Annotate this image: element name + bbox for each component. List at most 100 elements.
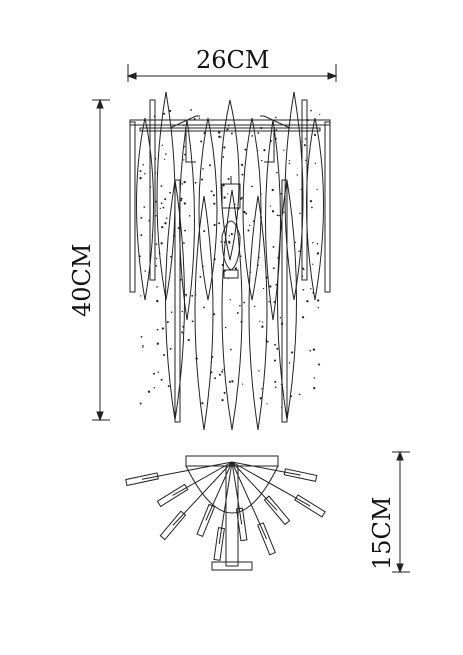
bubble-dot — [304, 159, 307, 162]
bubble-dot — [220, 241, 222, 243]
bubble-dot — [260, 193, 262, 195]
bubble-dot — [260, 126, 263, 130]
bubble-dot — [303, 268, 305, 271]
bubble-dot — [274, 380, 277, 383]
bubble-dot — [234, 267, 238, 270]
bubble-dot — [154, 158, 157, 160]
bubble-dot — [183, 242, 185, 244]
bubble-dot — [187, 338, 190, 342]
bubble-dot — [224, 326, 227, 329]
bubble-dot — [139, 402, 142, 405]
bubble-dot — [154, 172, 157, 174]
bubble-dot — [283, 149, 285, 151]
bubble-dot — [210, 371, 213, 374]
bubble-dot — [213, 202, 216, 205]
bubble-dot — [195, 294, 197, 296]
bubble-dot — [231, 380, 234, 383]
bubble-dot — [140, 234, 143, 237]
bubble-dot — [303, 144, 306, 147]
bubble-dot — [274, 386, 277, 389]
depth-dimension-label: 15CM — [368, 496, 396, 570]
bubble-dot — [161, 144, 164, 147]
bubble-dot — [310, 288, 312, 290]
bubble-dot — [156, 328, 159, 331]
bubble-dot — [259, 216, 263, 219]
bubble-dot — [276, 347, 279, 350]
bubble-dot — [209, 164, 211, 167]
crystal-bar — [213, 527, 225, 561]
bubble-dot — [194, 181, 197, 184]
bubble-dot — [202, 168, 204, 170]
bubble-dot — [274, 343, 276, 346]
bubble-dot — [288, 162, 291, 165]
bubble-dot — [294, 241, 297, 244]
bubble-dot — [252, 220, 255, 222]
bubble-dot — [314, 162, 317, 164]
bubble-dot — [142, 346, 144, 349]
bubble-dot — [298, 250, 300, 252]
bubble-dot — [183, 202, 187, 205]
bubble-dot — [241, 383, 244, 385]
bubble-dot — [203, 131, 206, 135]
bubble-dot — [230, 233, 233, 236]
bubble-dot — [183, 180, 186, 184]
bubble-dot — [288, 159, 291, 162]
bubble-dot — [210, 190, 213, 193]
bubble-dot — [228, 380, 231, 383]
crystal-bubbles — [139, 109, 321, 409]
bubble-dot — [155, 243, 158, 246]
bubble-dot — [266, 340, 269, 343]
bubble-dot — [243, 301, 246, 304]
bubble-dot — [265, 339, 267, 341]
bubble-dot — [201, 402, 204, 405]
bubble-dot — [163, 112, 166, 115]
bubble-dot — [218, 131, 221, 134]
arm-line — [231, 461, 311, 507]
bubble-dot — [269, 205, 272, 207]
bubble-dot — [180, 199, 183, 202]
bubble-dot — [142, 345, 144, 347]
bubble-dot — [223, 241, 226, 244]
bubble-dot — [154, 129, 156, 132]
arm-line — [231, 461, 243, 525]
bubble-dot — [210, 361, 212, 363]
bubble-dot — [223, 196, 226, 199]
bubble-dot — [281, 321, 283, 324]
bubble-dot — [199, 275, 202, 278]
bubble-dot — [218, 222, 221, 225]
bubble-dot — [159, 207, 161, 210]
bubble-dot — [160, 378, 163, 381]
bubble-dot — [222, 184, 225, 187]
bubble-dot — [157, 371, 159, 373]
width-dimension — [126, 64, 338, 82]
bubble-dot — [319, 113, 321, 115]
bubble-dot — [311, 206, 313, 209]
bubble-dot — [166, 321, 169, 324]
bubble-dot — [241, 173, 244, 176]
bubble-dot — [195, 357, 198, 360]
bubble-dot — [272, 267, 275, 270]
bubble-dot — [193, 117, 196, 120]
bubble-dot — [261, 159, 263, 162]
arm-line — [172, 461, 233, 496]
bubble-dot — [312, 292, 314, 294]
bubble-dot — [316, 188, 318, 191]
bubble-dot — [169, 347, 172, 350]
bubble-dot — [257, 264, 259, 266]
arm-line — [205, 461, 233, 521]
bubble-dot — [188, 215, 191, 217]
bubble-dot — [230, 348, 232, 351]
bubble-dot — [312, 241, 314, 244]
bubble-dot — [158, 252, 161, 255]
bubble-dot — [179, 226, 181, 228]
bubble-dot — [280, 383, 283, 386]
height-dimension-label: 40CM — [68, 243, 96, 317]
arm-line — [231, 461, 278, 511]
bubble-dot — [173, 234, 175, 237]
bubble-dot — [183, 145, 185, 148]
bubble-dot — [221, 263, 224, 267]
bubble-dot — [276, 214, 279, 217]
bubble-dot — [140, 295, 142, 297]
bubble-dot — [316, 242, 319, 245]
